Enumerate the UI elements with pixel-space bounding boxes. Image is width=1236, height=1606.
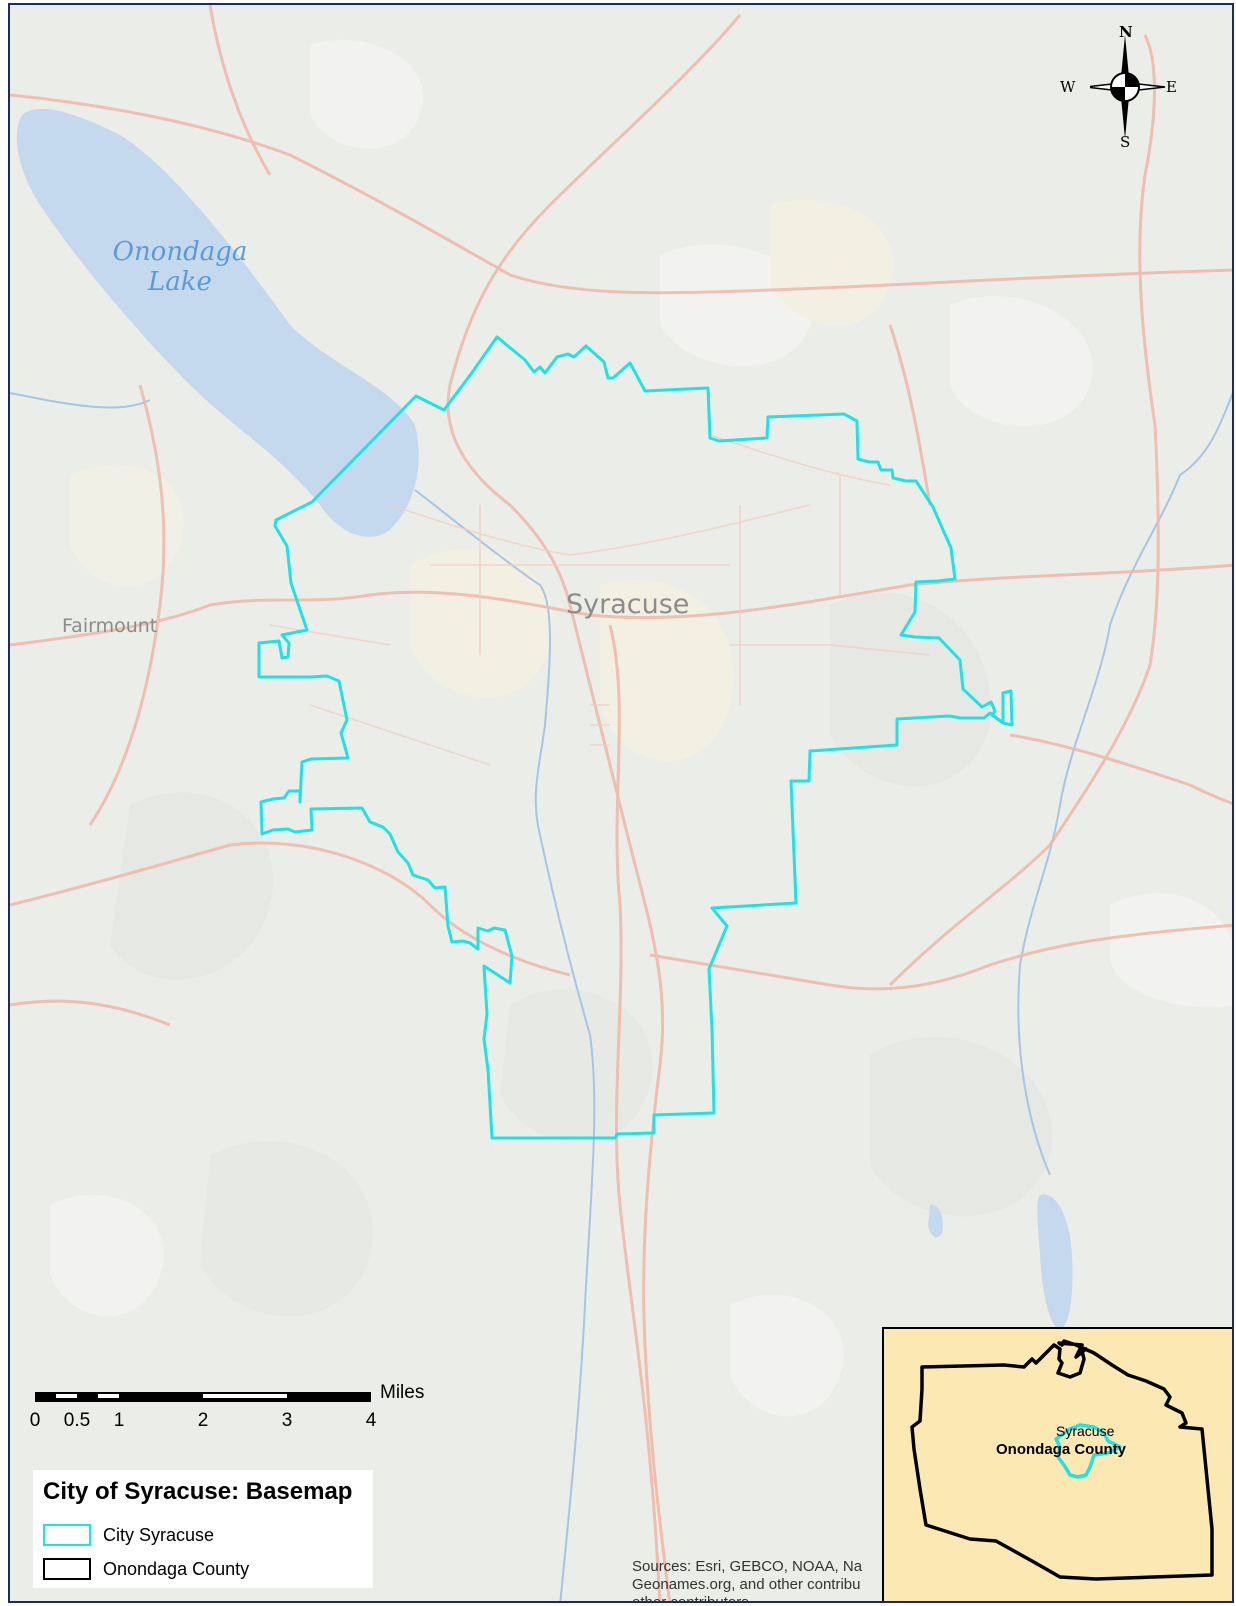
legend-item-city: City Syracuse xyxy=(43,1522,214,1548)
minor-roads xyxy=(269,434,931,766)
north-arrow: N S W E xyxy=(1060,23,1200,157)
city-label: Syracuse xyxy=(566,589,690,620)
legend-item-county: Onondaga County xyxy=(43,1556,249,1582)
scale-bar: 0 0.5 1 2 3 4 Miles xyxy=(30,1380,455,1440)
scale-tick-0-5: 0.5 xyxy=(63,1410,91,1431)
lake-label-line1: Onondaga xyxy=(112,237,248,267)
scale-tick-0: 0 xyxy=(29,1410,41,1431)
sources-line-3: other contributors xyxy=(632,1594,749,1603)
compass-north: N xyxy=(1119,23,1133,41)
onondaga-lake xyxy=(16,108,419,537)
inset-graphic xyxy=(910,1339,1214,1581)
legend-label-city: City Syracuse xyxy=(103,1524,215,1545)
legend-label-county: Onondaga County xyxy=(103,1558,250,1579)
small-lake xyxy=(1037,1194,1073,1330)
map-frame[interactable]: Onondaga Lake Syracuse Fairmount N S W E… xyxy=(8,3,1234,1603)
scale-unit: Miles xyxy=(380,1382,425,1403)
inset-city-label: Syracuse xyxy=(1056,1423,1115,1439)
compass-east: E xyxy=(1166,78,1177,96)
city-syracuse-boundary xyxy=(257,335,1014,1140)
sources-line-2: Geonames.org, and other contribu xyxy=(632,1576,861,1593)
town-label: Fairmount xyxy=(62,615,158,637)
scale-tick-1: 1 xyxy=(113,1410,125,1431)
compass-south: S xyxy=(1120,133,1131,151)
scale-tick-4: 4 xyxy=(365,1410,377,1431)
legend-swatch-city xyxy=(43,1524,91,1546)
scale-tick-3: 3 xyxy=(281,1410,293,1431)
scale-tick-2: 2 xyxy=(197,1410,209,1431)
basemap xyxy=(10,5,1232,1601)
scale-bar-graphic xyxy=(35,1392,371,1402)
onondaga-county-boundary xyxy=(910,1339,1214,1581)
legend: City of Syracuse: Basemap City Syracuse … xyxy=(33,1470,373,1588)
map-title: City of Syracuse: Basemap xyxy=(43,1478,353,1505)
small-pond xyxy=(928,1204,943,1238)
compass-west: W xyxy=(1060,78,1076,96)
inset-locator-map: Syracuse Onondaga County xyxy=(882,1327,1232,1601)
map-sources: Sources: Esri, GEBCO, NOAA, Na Geonames.… xyxy=(632,1558,912,1603)
lake-label: Onondaga Lake xyxy=(110,237,250,297)
inset-county-label: Onondaga County xyxy=(996,1441,1126,1458)
sources-line-1: Sources: Esri, GEBCO, NOAA, Na xyxy=(632,1558,863,1575)
roads xyxy=(10,5,1232,1601)
compass-rose-icon xyxy=(1084,35,1166,139)
lake-label-line2: Lake xyxy=(148,267,212,297)
legend-swatch-county xyxy=(43,1558,91,1580)
inset-city-boundary xyxy=(1054,1423,1122,1479)
